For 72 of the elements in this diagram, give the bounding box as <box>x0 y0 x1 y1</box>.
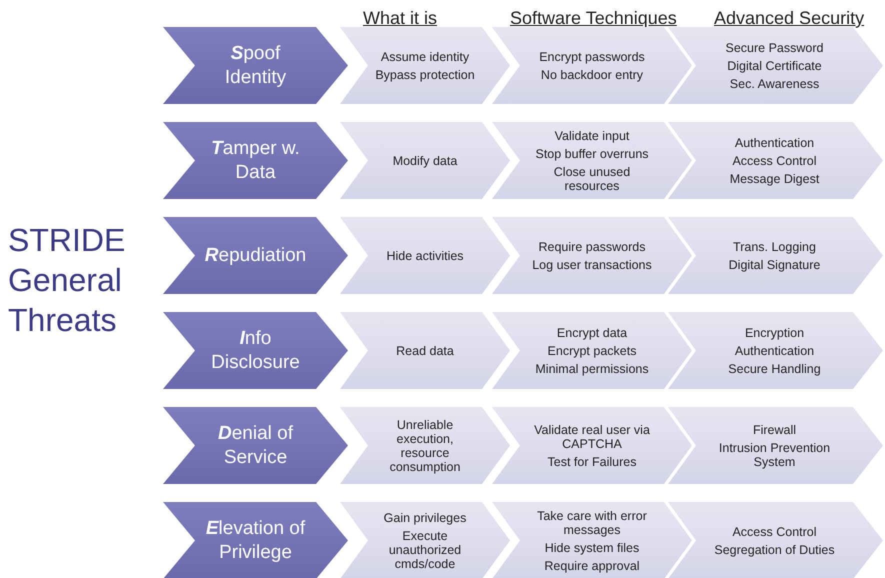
description-panel <box>668 217 883 294</box>
cell-text: Execute unauthorized cmds/code <box>388 528 462 570</box>
cell-text: Segregation of Duties <box>714 542 835 556</box>
threat-panel <box>163 27 348 104</box>
description-panel <box>492 27 692 104</box>
description-panel <box>340 312 510 389</box>
cell-text: Take care with error messages <box>536 508 648 536</box>
diagram-title: STRIDE General Threats <box>8 221 126 340</box>
description-panel <box>668 407 883 484</box>
cell-text: Require passwords <box>538 240 646 254</box>
description-panel <box>340 502 510 578</box>
cell-text: Secure Handling <box>728 362 821 376</box>
cell-text: Require approval <box>544 558 640 572</box>
description-panel <box>668 502 883 578</box>
column-header: Software Techniques <box>510 8 677 29</box>
description-panel <box>492 502 692 578</box>
cell-text: Test for Failures <box>548 454 636 468</box>
cell-text: Encrypt data <box>556 326 628 340</box>
cell-text: Hide activities <box>386 248 464 262</box>
threat-panel <box>163 407 348 484</box>
threat-panel <box>163 122 348 199</box>
cell-text: Secure Password <box>726 40 824 54</box>
cell-text: Authentication <box>734 344 814 358</box>
threat-name: Info Disclosure <box>210 326 301 374</box>
threat-name: Denial of Service <box>216 422 294 470</box>
cell-text: Modify data <box>392 154 458 168</box>
cell-text: Sec. Awareness <box>730 76 820 90</box>
description-panel <box>492 312 692 389</box>
cell-text: Minimal permissions <box>535 362 649 376</box>
cell-text: Encryption <box>744 326 804 340</box>
cell-text: Log user transactions <box>532 258 652 272</box>
cell-text: Intrusion Prevention System <box>718 440 832 468</box>
threat-panel <box>163 217 348 294</box>
cell-text: Access Control <box>732 154 817 168</box>
cell-text: Close unused resources <box>552 164 632 192</box>
cell-text: Encrypt passwords <box>539 50 645 64</box>
description-panel <box>340 122 510 199</box>
description-panel <box>668 122 883 199</box>
description-panel <box>492 122 692 199</box>
cell-text: Authentication <box>734 136 814 150</box>
threat-name: Tamper w. Data <box>210 136 301 184</box>
description-panel <box>492 407 692 484</box>
threat-panel <box>163 502 348 578</box>
cell-text: Validate real user via CAPTCHA <box>533 422 651 450</box>
cell-text: Read data <box>396 344 454 358</box>
description-panel <box>492 217 692 294</box>
cell-text: Firewall <box>752 422 796 436</box>
cell-text: No backdoor entry <box>540 68 644 82</box>
description-panel <box>340 217 510 294</box>
cell-text: Encrypt packets <box>548 344 636 358</box>
cell-text: Unreliable execution, resource consumption <box>388 418 462 474</box>
threat-panel <box>163 312 348 389</box>
cell-text: Access Control <box>732 524 817 538</box>
cell-text: Stop buffer overruns <box>535 146 649 160</box>
description-panel <box>668 27 883 104</box>
threat-name: Elevation of Privilege <box>204 516 306 564</box>
cell-text: Gain privileges <box>384 510 466 524</box>
cell-text: Assume identity <box>380 50 470 64</box>
column-header: What it is <box>363 8 438 29</box>
description-panel <box>340 407 510 484</box>
threat-name: Repudiation <box>204 244 306 268</box>
column-header: Advanced Security <box>714 8 864 29</box>
cell-text: Trans. Logging <box>733 240 816 254</box>
cell-text: Validate input <box>554 128 630 142</box>
cell-text: Message Digest <box>730 172 820 186</box>
cell-text: Bypass protection <box>375 68 475 82</box>
threat-name: Spoof Identity <box>224 42 288 90</box>
description-panel <box>340 27 510 104</box>
description-panel <box>668 312 883 389</box>
cell-text: Digital Certificate <box>727 58 822 72</box>
cell-text: Digital Signature <box>728 258 820 272</box>
cell-text: Hide system files <box>544 540 640 554</box>
